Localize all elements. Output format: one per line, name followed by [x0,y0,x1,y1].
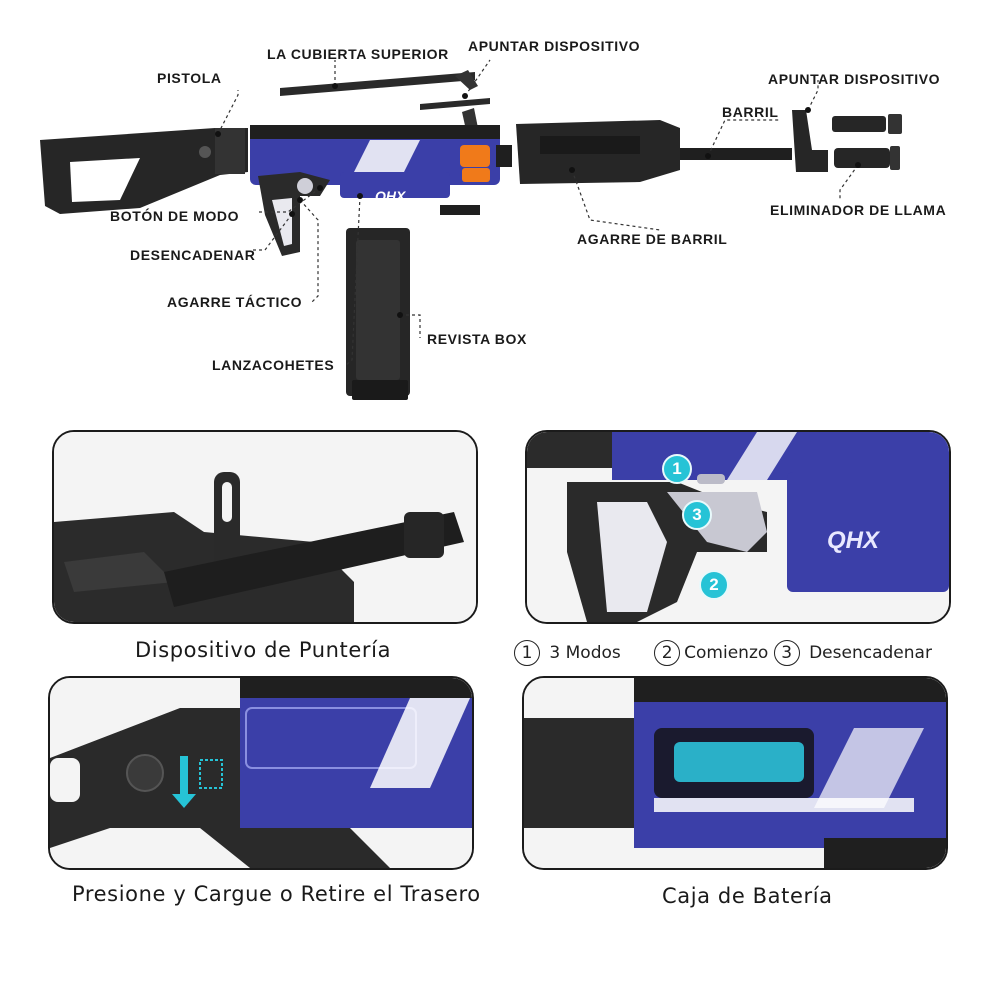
legend-text-2: Comienzo [684,643,769,663]
label-mode-button: BOTÓN DE MODO [110,208,240,224]
label-tactical-grip: AGARRE TÁCTICO [167,294,303,310]
brand-logo: QHX [375,188,406,204]
panel-sight [52,430,478,624]
label-sight-top: APUNTAR DISPOSITIVO [468,38,641,54]
front-sight-part [792,110,828,172]
panel-modes: 1 2 3 QHX [525,430,951,624]
rail-part [420,98,490,110]
label-stock: PISTOLA [157,70,222,86]
label-box-magazine: REVISTA BOX [427,331,527,347]
muzzle-parts [832,114,902,170]
top-cover-part [280,72,475,96]
panel-brand-logo: QHX [827,527,880,554]
label-launcher: LANZACOHETES [212,357,335,373]
label-sight-right: APUNTAR DISPOSITIVO [768,71,941,87]
callout-1: 1 [662,454,692,484]
legend-num-1: 1 [514,640,540,666]
magazine-part [346,228,410,400]
label-top-cover: LA CUBIERTA SUPERIOR [267,46,449,62]
caption-sight: Dispositivo de Puntería [135,638,392,662]
caption-battery: Caja de Batería [662,884,833,908]
panel-stock [48,676,474,870]
blaster-body [250,125,512,215]
label-barrel-grip: AGARRE DE BARRIL [577,231,728,247]
legend-num-3: 3 [773,640,800,666]
label-trigger: DESENCADENAR [130,247,256,263]
caption-stock: Presione y Cargue o Retire el Trasero [72,882,481,906]
legend-num-2: 2 [654,640,681,666]
label-flash-hider: ELIMINADOR DE LLAMA [770,202,947,218]
callout-3: 3 [682,500,712,530]
callout-2: 2 [699,570,729,600]
panel-battery [522,676,948,870]
stock-part [40,128,248,214]
barrel-part [680,148,792,160]
legend-text-3: Desencadenar [809,643,932,663]
exploded-blaster-diagram [40,59,902,400]
legend-text-1: 3 Modos [549,643,621,663]
handguard-part [516,120,680,184]
label-barrel: BARRIL [722,104,779,120]
